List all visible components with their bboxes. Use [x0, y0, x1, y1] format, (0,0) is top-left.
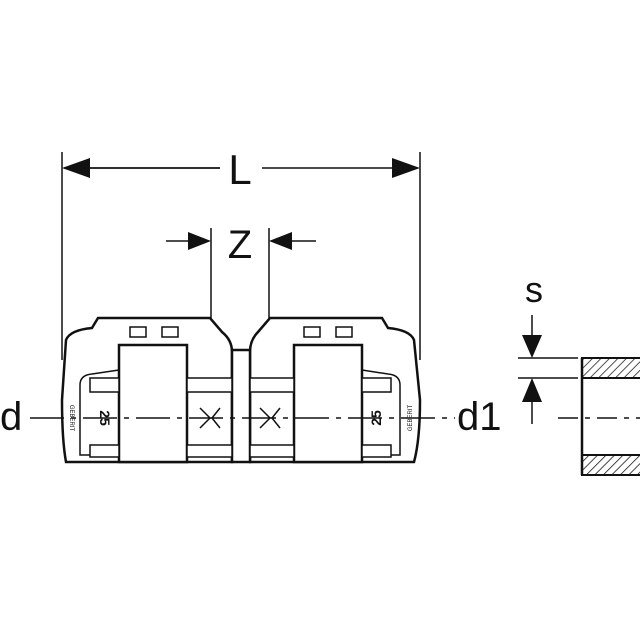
dimension-l-label: L [228, 146, 251, 193]
left-clamp-band [117, 343, 189, 464]
dimension-z-label: Z [228, 223, 252, 267]
diameter-d1-label: d1 [457, 395, 502, 439]
pipe-section: s [518, 269, 640, 476]
right-clamp-band [292, 343, 364, 464]
dimension-l: L [62, 146, 420, 193]
press-fitting [60, 316, 422, 464]
center-stop [230, 348, 252, 464]
wall-thickness-label: s [525, 269, 543, 310]
dimension-z: Z [166, 223, 316, 267]
diameter-d-label: d [0, 395, 22, 439]
